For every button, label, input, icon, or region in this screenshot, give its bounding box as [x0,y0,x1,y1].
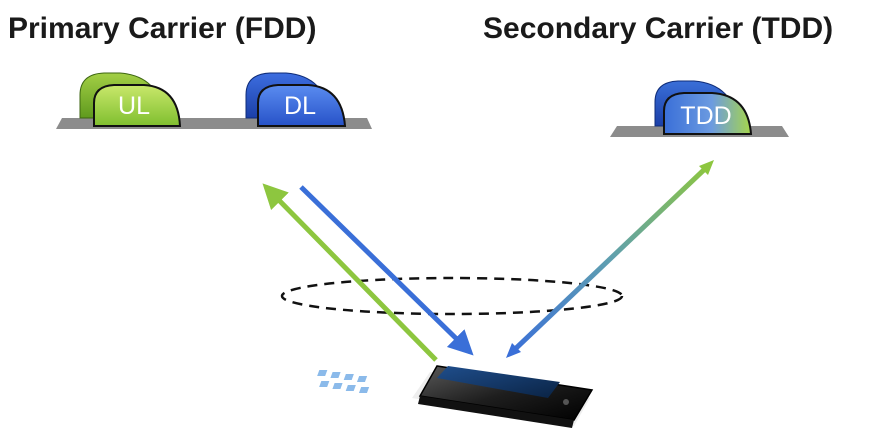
tdd-label: TDD [680,102,731,130]
smartphone-icon [317,365,594,428]
uplink-label: UL [118,92,150,120]
tdd-channel: TDD [654,80,753,135]
tdd-arrow [506,160,714,358]
uplink-channel: UL [79,72,182,127]
primary-carrier-title: Primary Carrier (FDD) [8,12,316,45]
uplink-arrow [262,183,438,362]
downlink-label: DL [284,92,316,120]
downlink-arrow [299,185,474,356]
antenna-ring [280,276,624,316]
secondary-carrier-title: Secondary Carrier (TDD) [483,12,833,45]
downlink-channel: DL [245,72,347,127]
